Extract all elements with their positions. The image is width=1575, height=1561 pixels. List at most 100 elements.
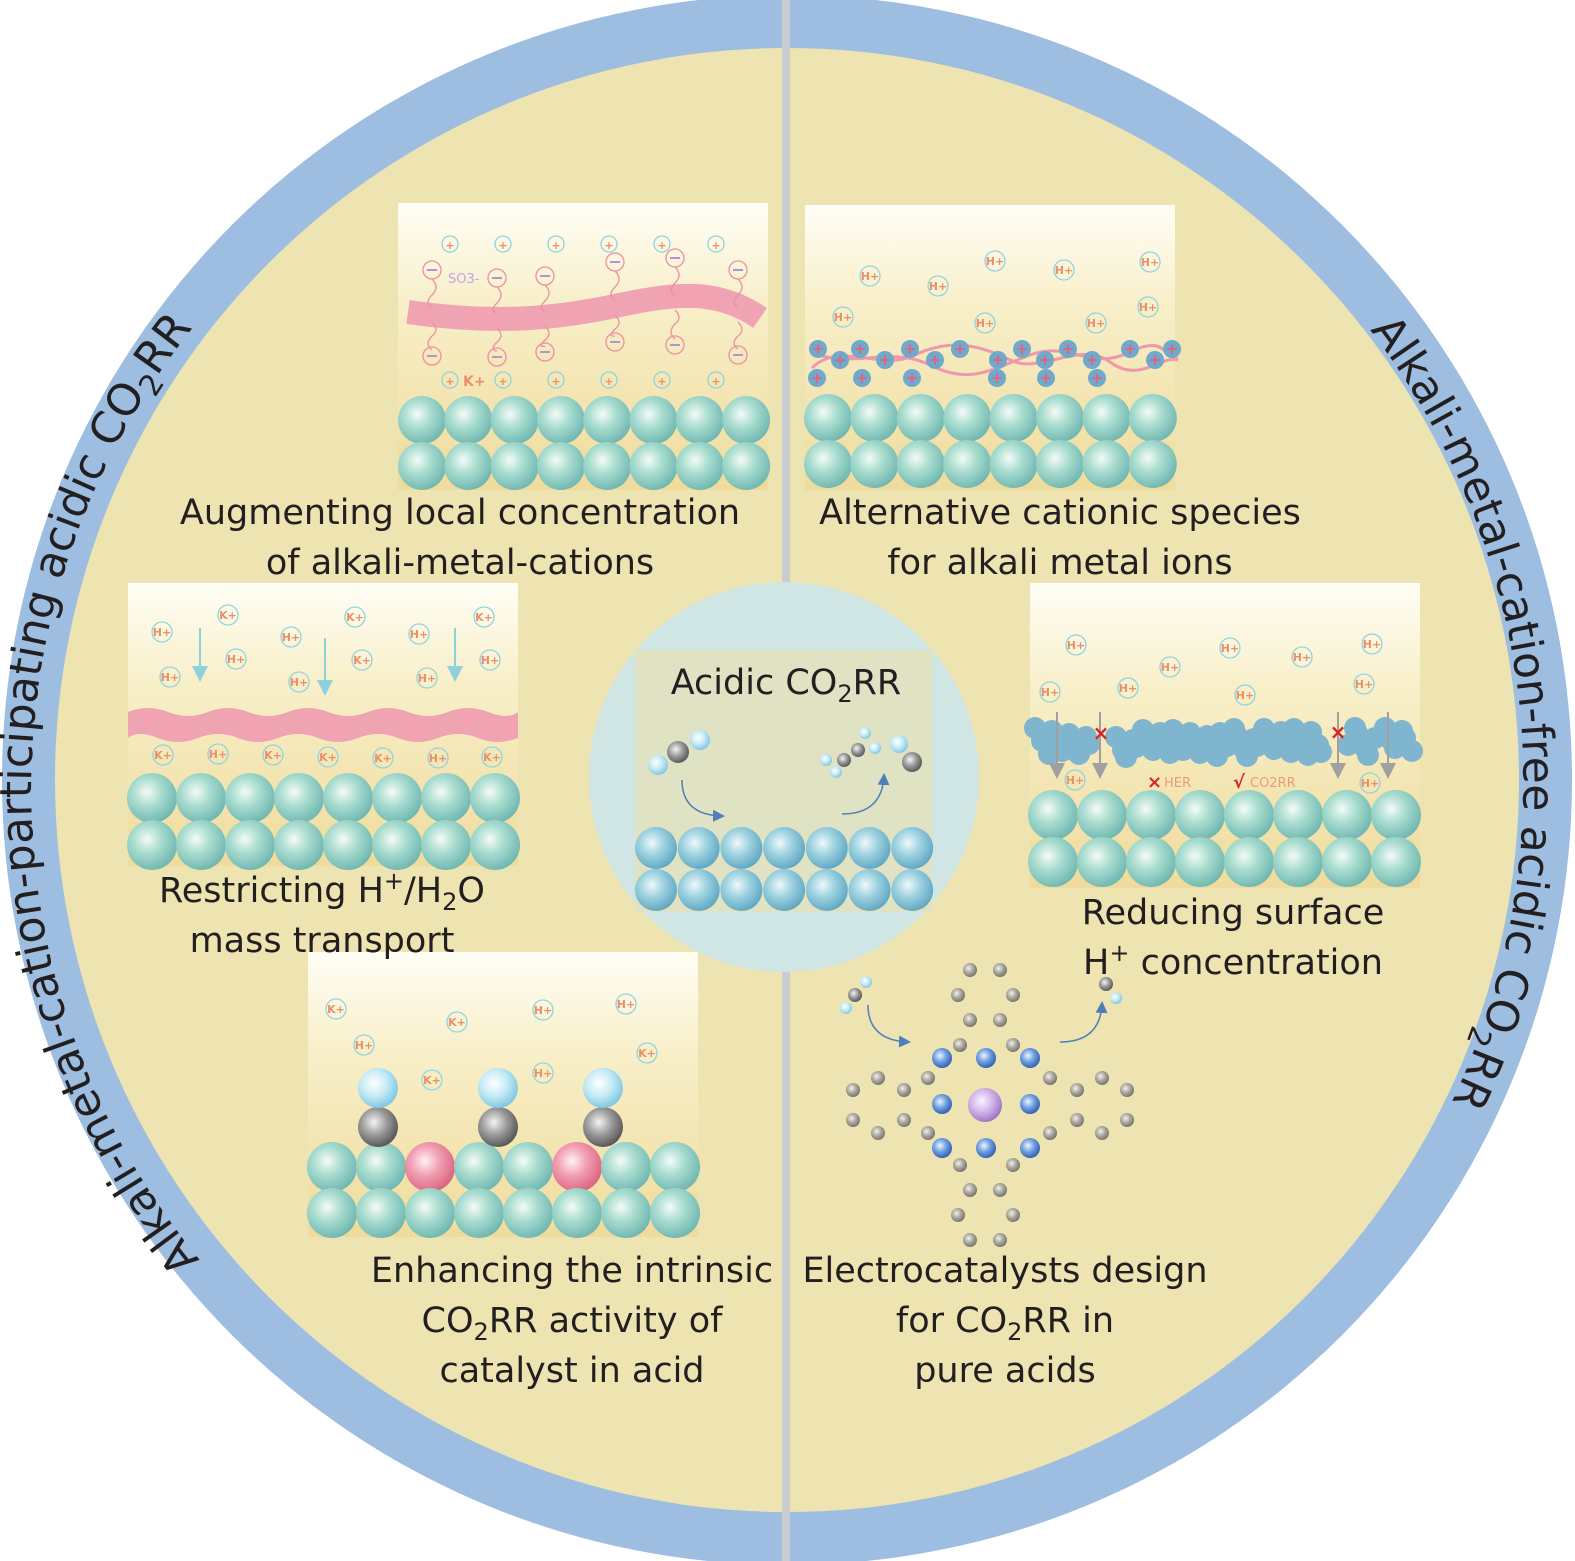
- ion-h: H+: [1085, 312, 1107, 334]
- carbon-atom: [1006, 988, 1020, 1002]
- catalyst-atom: [763, 827, 806, 869]
- blocking-particle: [1112, 739, 1134, 761]
- ion-ring: [653, 235, 671, 253]
- catalyst-atom: [536, 442, 585, 490]
- ion-label: H+: [355, 1039, 373, 1052]
- blocking-particle: [1260, 731, 1282, 753]
- ion-ring: [707, 235, 725, 253]
- carbon-atom: [1120, 1113, 1134, 1127]
- catalyst-atom: [850, 440, 899, 488]
- ion-ring: [344, 606, 366, 628]
- ion-plus: +: [653, 235, 671, 253]
- catalyst-atom: [127, 820, 177, 870]
- catalyst-atom: [1371, 837, 1421, 887]
- ion-ring: [262, 744, 284, 766]
- side-chain: [427, 321, 437, 351]
- carbon-atom: [846, 1113, 860, 1127]
- carbon-atom: [963, 1013, 977, 1027]
- catalyst-atom: [805, 827, 848, 869]
- ion-ring: [532, 999, 554, 1021]
- ion-label: +: [657, 239, 666, 252]
- ion-label: H+: [617, 998, 635, 1011]
- carbon-atom: [993, 1233, 1007, 1247]
- catalyst-atom: [454, 1188, 504, 1238]
- oxygen-atom: [358, 1068, 398, 1108]
- cationic-group: +: [926, 351, 944, 369]
- ion-ring: [408, 623, 430, 645]
- carbon-atom: [478, 1107, 518, 1147]
- plus-sign: +: [991, 369, 1004, 387]
- carbon-atom: [993, 1013, 1007, 1027]
- carbon-atom: [871, 1126, 885, 1140]
- ion-k: K+: [351, 649, 373, 671]
- cation-ring: [1121, 340, 1139, 358]
- ion-ring: [280, 626, 302, 648]
- caption-alternative-line: Alternative cationic species: [819, 493, 1301, 533]
- catalyst-atom: [323, 820, 373, 870]
- catalyst-atom: [675, 396, 724, 444]
- plus-sign: +: [1091, 369, 1104, 387]
- ion-h: H+: [974, 312, 996, 334]
- caption-segment: O: [457, 871, 485, 911]
- caption-segment: +: [1109, 939, 1129, 967]
- catalyst-atom: [722, 442, 771, 490]
- caption-segment: Alternative cationic species: [819, 493, 1301, 533]
- blocking-particle: [1159, 742, 1181, 764]
- plus-sign: +: [879, 351, 892, 369]
- ion-h: H+: [1065, 634, 1087, 656]
- ion-label: H+: [153, 626, 171, 639]
- catalyst-atom: [490, 396, 539, 444]
- ion-label: H+: [1087, 317, 1105, 330]
- ion-ring: [535, 266, 555, 286]
- side-chain: [610, 314, 620, 337]
- ion-ring: [1234, 684, 1256, 706]
- caption-segment: +: [384, 867, 404, 895]
- cationic-group: +: [988, 369, 1006, 387]
- metal-center-atom: [968, 1088, 1002, 1122]
- her-label: HER: [1164, 776, 1191, 791]
- catalyst-atom: [552, 1188, 602, 1238]
- ion-h: H+: [1291, 646, 1313, 668]
- plus-sign: +: [1062, 340, 1075, 358]
- blocking-particle: [1381, 730, 1403, 752]
- catalyst-atom: [677, 827, 720, 869]
- barrier-layer: [128, 708, 518, 742]
- cation-ring: [831, 351, 849, 369]
- cation-ring: [853, 369, 871, 387]
- side-chain: [540, 284, 550, 312]
- ion-plus: +: [441, 235, 459, 253]
- cationic-group: +: [1059, 340, 1077, 358]
- cation-ring: [1059, 340, 1077, 358]
- ion-h: H+: [1064, 769, 1086, 791]
- ion-k: K+: [481, 746, 503, 768]
- catalyst-atom: [1126, 837, 1176, 887]
- caption-segment: pure acids: [914, 1351, 1096, 1391]
- ion-ring: [207, 743, 229, 765]
- ion-ring: [351, 649, 373, 671]
- cation-ring: [876, 351, 894, 369]
- ion-label: H+: [209, 748, 227, 761]
- ion-k: K+: [152, 744, 174, 766]
- catalyst-atom: [805, 869, 848, 911]
- ion-label: H+: [1067, 639, 1085, 652]
- molecule-atom: [1110, 992, 1122, 1004]
- ion-plus: +: [600, 235, 618, 253]
- ion-label: H+: [986, 255, 1004, 268]
- blocking-particle: [1206, 745, 1228, 767]
- cation-ring: [903, 369, 921, 387]
- sulfonate-group: [665, 335, 685, 355]
- ion-label: H+: [161, 671, 179, 684]
- blocked-x-icon: ×: [1330, 720, 1347, 744]
- ion-label: K+: [319, 751, 337, 764]
- ion-label: K+: [346, 611, 364, 624]
- reaction-arrow: [1059, 1001, 1108, 1043]
- ion-label: +: [711, 375, 720, 388]
- cationic-group: +: [1146, 351, 1164, 369]
- blocking-particle: [1401, 740, 1423, 762]
- cationic-group: +: [1083, 351, 1101, 369]
- ion-ring: [728, 260, 748, 280]
- product-atom: [859, 727, 871, 739]
- ion-label: +: [498, 239, 507, 252]
- ion-ring: [288, 671, 310, 693]
- ion-label: +: [445, 239, 454, 252]
